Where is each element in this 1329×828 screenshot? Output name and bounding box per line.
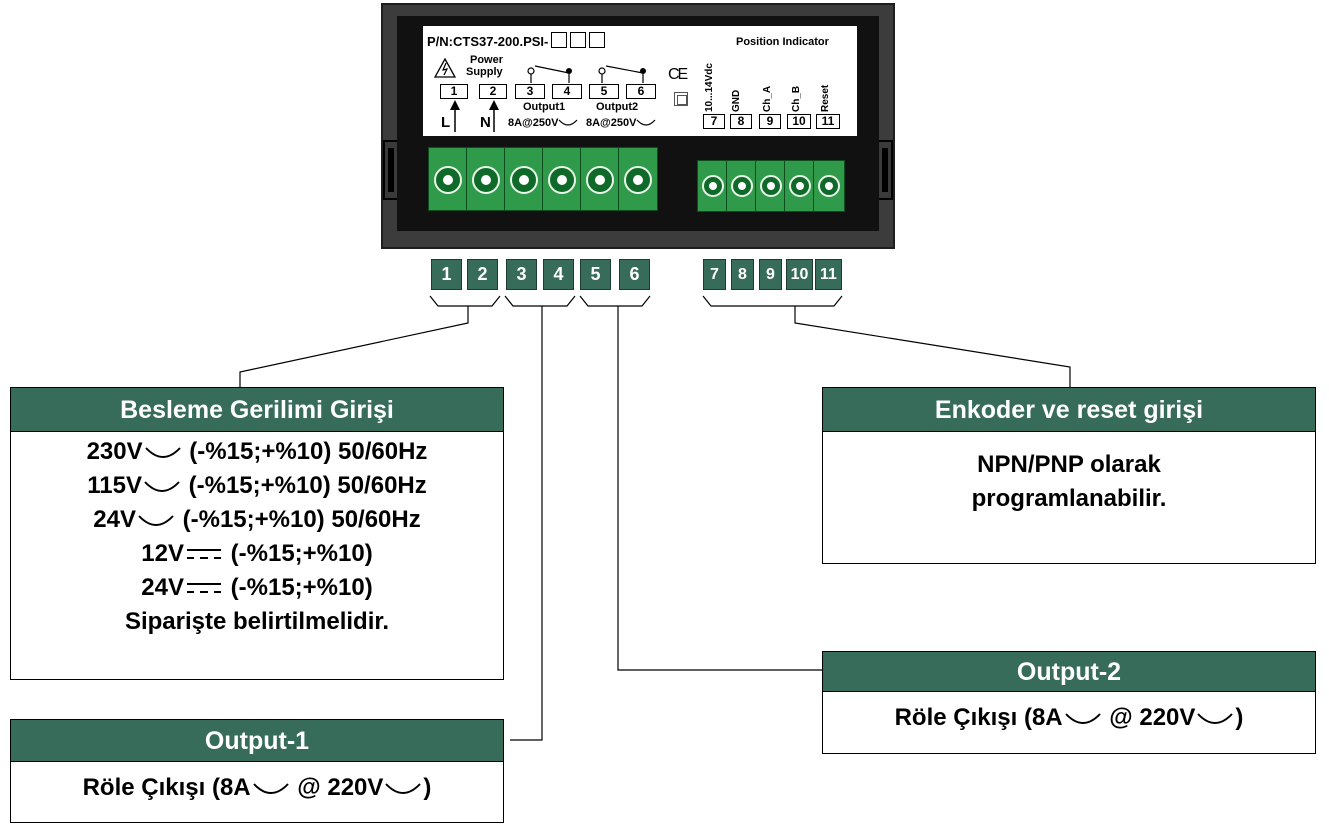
dc-symbol-icon [184,574,224,601]
label-terminal-10: 10 [787,114,811,129]
line-label: L [441,114,451,131]
double-insulation-icon [674,92,688,106]
warning-icon [434,58,456,78]
terminal-tile-3: 3 [506,259,537,290]
ac-symbol-icon [136,506,176,533]
label-terminal-2: 2 [479,84,507,99]
supply-voltage-lines: 230V (-%15;+%10) 50/60Hz 115V (-%15;+%10)… [11,432,503,639]
supply-voltage-box: Besleme Gerilimi Girişi 230V (-%15;+%10)… [10,387,504,680]
terminal-tile-2: 2 [467,259,498,290]
ce-mark: CE [668,66,688,83]
supply-line: 12V (-%15;+%10) [141,540,373,567]
label-terminal-7: 7 [703,114,725,129]
output2-title: Output-2 [823,652,1315,692]
supply-note: Siparişte belirtilmelidir. [124,608,390,635]
supply-voltage-title: Besleme Gerilimi Girişi [11,388,503,432]
label-terminal-1: 1 [440,84,468,99]
output1-text: Röle Çıkışı (8A @ 220V) [82,774,432,801]
encoder-line-1: NPN/PNP olarak [977,451,1161,478]
label-terminal-4: 4 [552,84,582,99]
encoder-reset-box: Enkoder ve reset girişi NPN/PNP olarak p… [822,387,1316,564]
device-title: Position Indicator [736,36,829,48]
relay-contact-symbols [527,65,646,83]
output1-box: Output-1 Röle Çıkışı (8A @ 220V) [10,719,504,823]
label-terminal-9: 9 [759,114,781,129]
output2-label: Output2 [596,101,639,113]
output2-text: Röle Çıkışı (8A @ 220V) [894,704,1244,731]
terminal-tile-1: 1 [431,259,462,290]
output2-box: Output-2 Röle Çıkışı (8A @ 220V) [822,651,1316,754]
label-terminal-3: 3 [515,84,545,99]
ac-symbol-icon [142,472,182,499]
encoder-line-2: programlanabilir. [971,485,1167,512]
power-input-arrows [450,100,499,132]
part-number: P/N:CTS37-200.PSI- [427,32,606,49]
supply-line: 230V (-%15;+%10) 50/60Hz [86,438,428,465]
terminal-tile-7: 7 [703,259,726,290]
neutral-label: N [480,114,491,131]
encoder-connector [697,160,845,212]
terminal-tile-4: 4 [543,259,574,290]
label-terminal-11: 11 [816,114,840,129]
supply-line: 24V (-%15;+%10) 50/60Hz [93,506,421,533]
label-terminal-5: 5 [589,84,619,99]
terminal-tile-10: 10 [786,259,813,290]
supply-line: 24V (-%15;+%10) [141,574,373,601]
device-label-card [423,26,857,136]
output1-rating: 8A@250V [508,117,578,129]
terminal-tile-5: 5 [580,259,611,290]
ac-symbol-icon [143,438,183,465]
encoder-reset-title: Enkoder ve reset girişi [823,388,1315,432]
output2-rating: 8A@250V [586,117,656,129]
terminal-tile-6: 6 [619,259,650,290]
supply-line: 115V (-%15;+%10) 50/60Hz [87,472,427,499]
power-output-connector [428,147,658,211]
output1-label: Output1 [523,101,566,113]
label-terminal-8: 8 [730,114,752,129]
terminal-tile-9: 9 [759,259,782,290]
label-terminal-6: 6 [626,84,656,99]
dc-symbol-icon [184,540,224,567]
terminal-tile-11: 11 [815,259,842,290]
terminal-tile-8: 8 [731,259,754,290]
power-supply-label: Power Supply [466,54,504,78]
output1-title: Output-1 [11,720,503,762]
